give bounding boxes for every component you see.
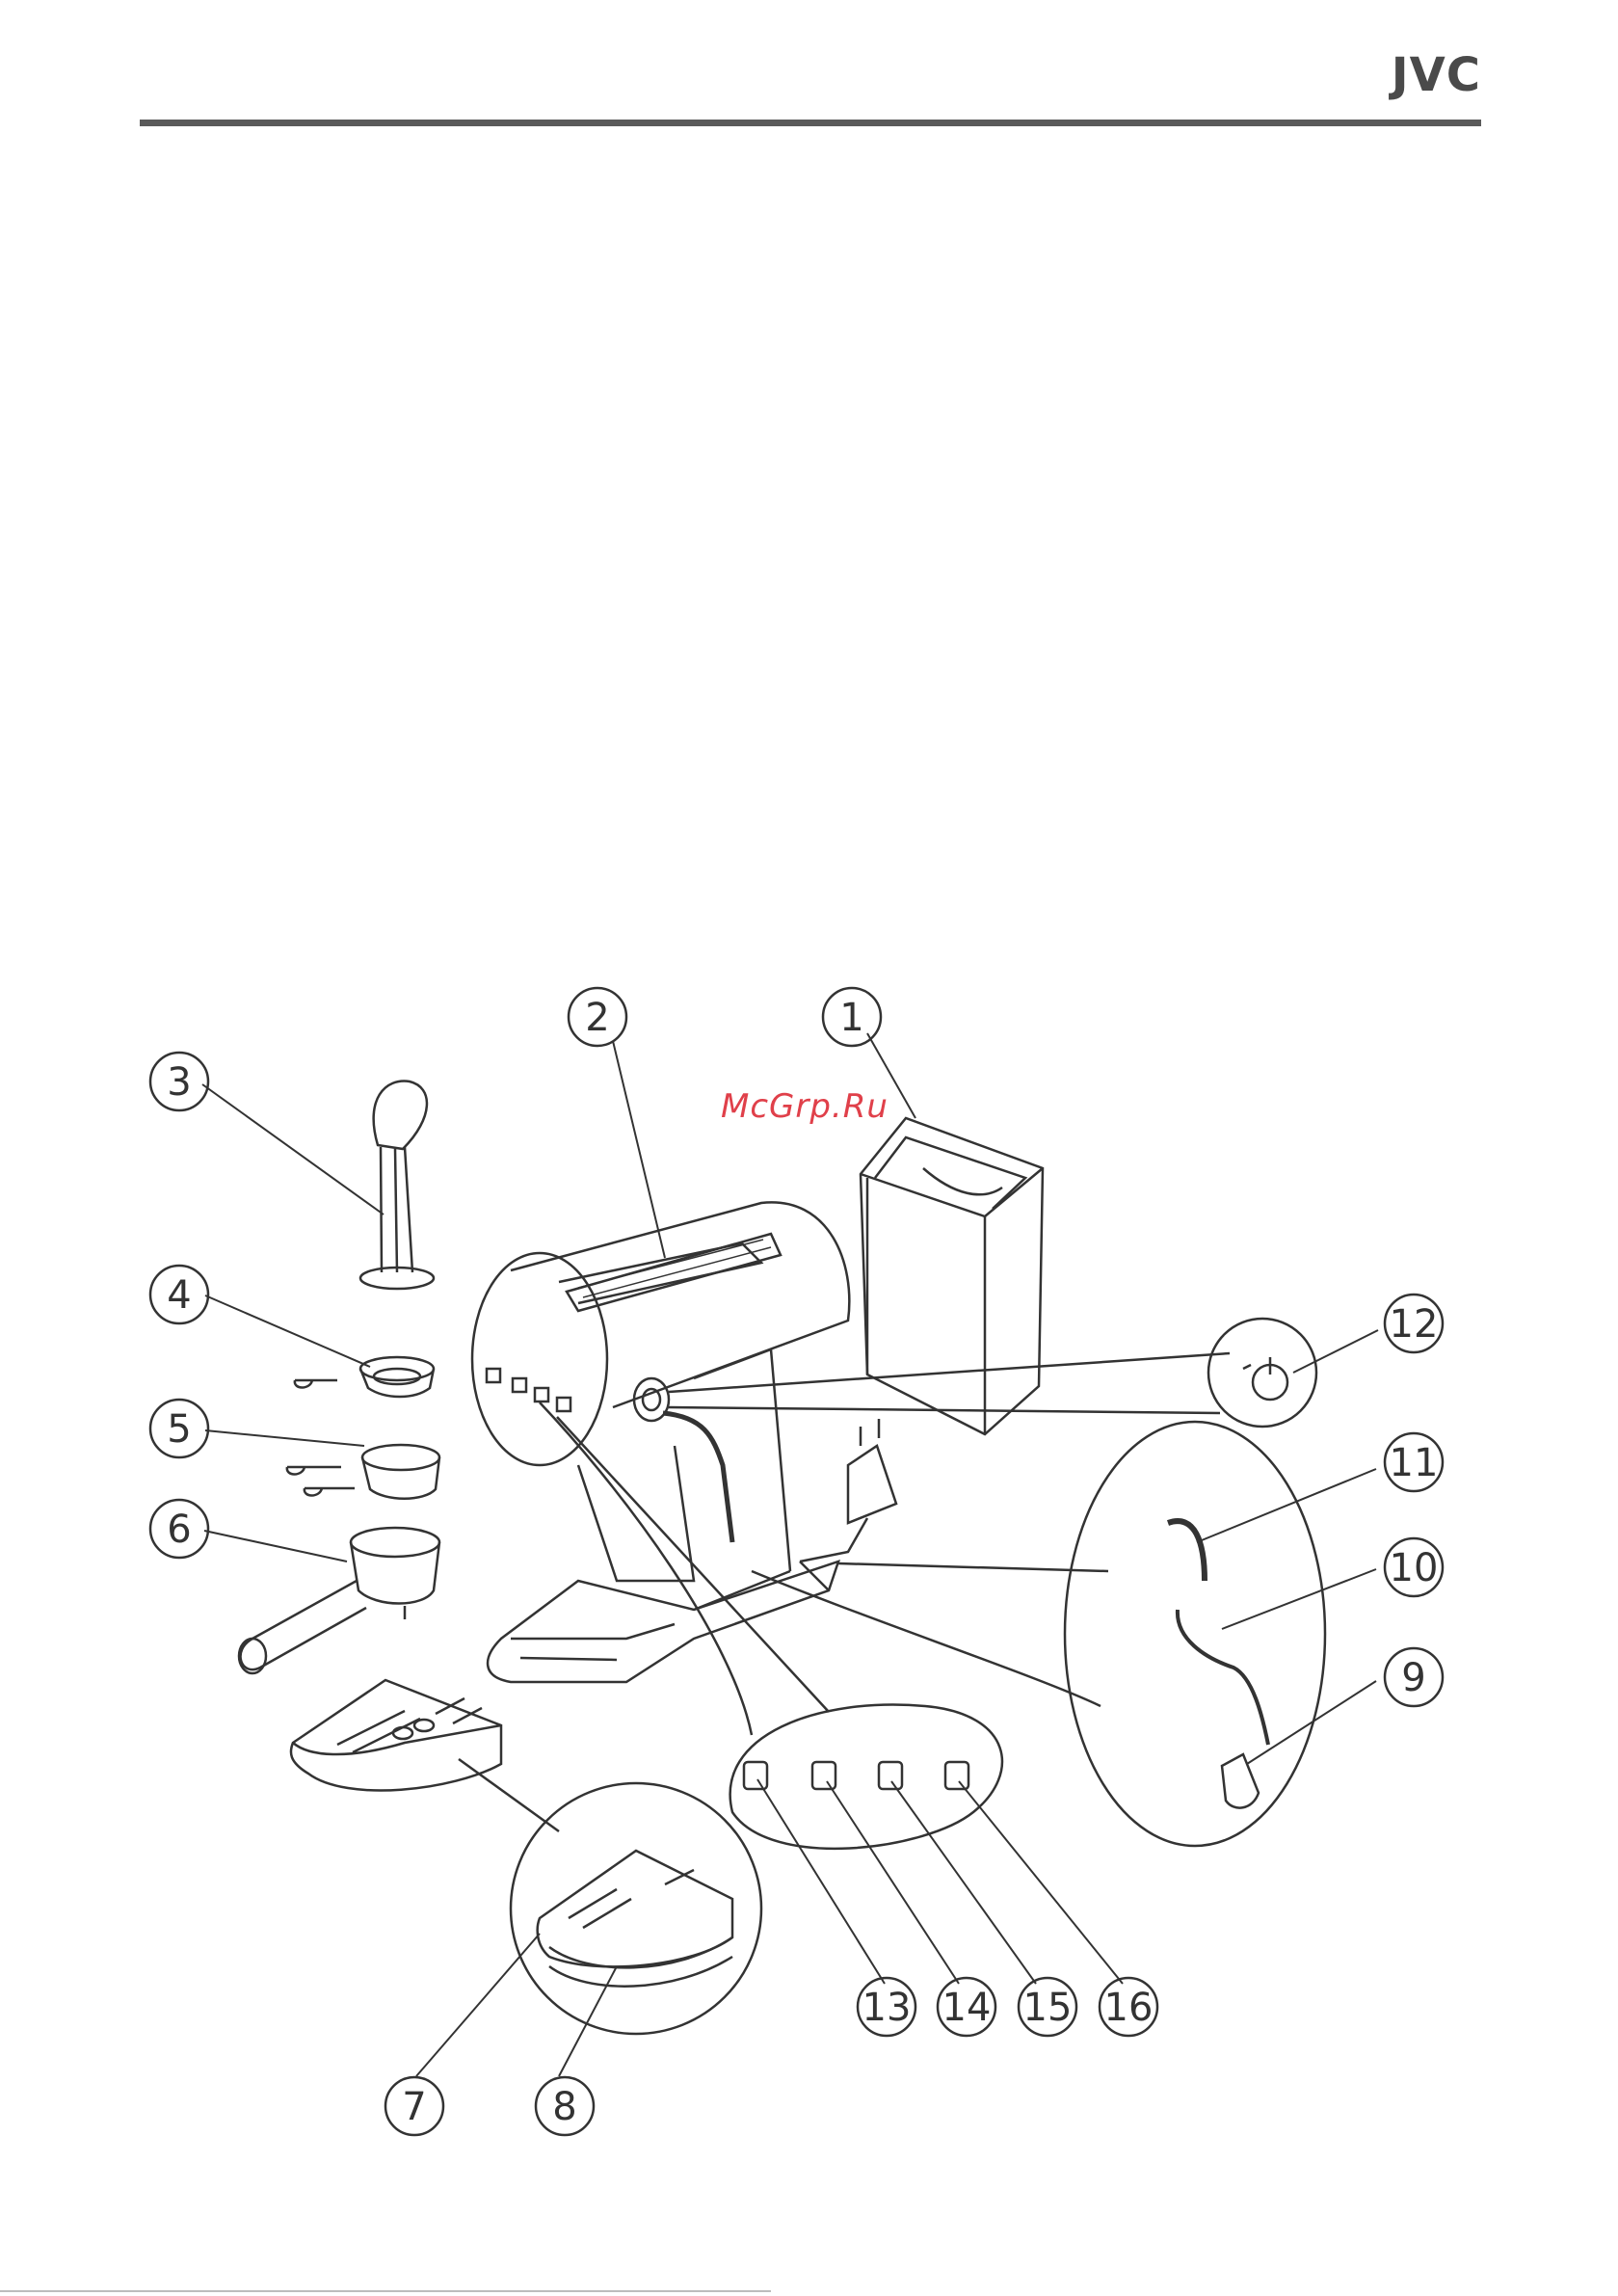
callout-12: 12 <box>1385 1295 1443 1352</box>
callout-6: 6 <box>150 1500 208 1558</box>
callout-3: 3 <box>150 1053 208 1110</box>
svg-text:14: 14 <box>942 1986 992 2030</box>
button-steam-icon <box>945 1762 968 1789</box>
callout-8: 8 <box>536 2077 594 2135</box>
svg-text:4: 4 <box>167 1273 191 1318</box>
svg-text:11: 11 <box>1390 1441 1439 1485</box>
water-tank <box>861 1118 1043 1434</box>
callout-4: 4 <box>150 1266 208 1323</box>
portafilter <box>239 1528 439 1673</box>
callout-16: 16 <box>1100 1978 1157 2036</box>
footer-rule <box>0 2290 771 2292</box>
filter-double <box>287 1445 439 1499</box>
tamper <box>360 1081 434 1289</box>
button-double-cup-icon <box>879 1762 902 1789</box>
power-icon-zoom <box>669 1319 1316 1427</box>
machine-body <box>472 1202 896 1682</box>
callout-7: 7 <box>385 2077 443 2135</box>
svg-text:6: 6 <box>167 1508 191 1552</box>
callout-5: 5 <box>150 1400 208 1457</box>
svg-text:3: 3 <box>167 1060 191 1105</box>
callout-9: 9 <box>1385 1648 1443 1706</box>
svg-text:12: 12 <box>1390 1302 1439 1347</box>
svg-text:9: 9 <box>1401 1656 1425 1700</box>
filter-single <box>295 1357 434 1397</box>
svg-text:8: 8 <box>552 2085 576 2129</box>
callout-11: 11 <box>1385 1433 1443 1491</box>
callout-15: 15 <box>1019 1978 1076 2036</box>
callout-10: 10 <box>1385 1538 1443 1596</box>
callout-1: 1 <box>823 988 881 1046</box>
svg-text:10: 10 <box>1390 1546 1439 1590</box>
button-power-icon <box>744 1762 767 1789</box>
svg-text:16: 16 <box>1104 1986 1154 2030</box>
callout-14: 14 <box>938 1978 995 2036</box>
button-single-cup-icon <box>812 1762 836 1789</box>
svg-text:1: 1 <box>839 996 863 1040</box>
svg-text:13: 13 <box>862 1986 912 2030</box>
svg-text:5: 5 <box>167 1407 191 1452</box>
svg-text:7: 7 <box>402 2085 426 2129</box>
svg-text:15: 15 <box>1023 1986 1073 2030</box>
steam-parts-zoom <box>752 1422 1325 1846</box>
watermark-text: McGrp.Ru <box>721 1087 889 1126</box>
callout-13: 13 <box>858 1978 915 2036</box>
drip-tray <box>291 1680 501 1791</box>
callout-2: 2 <box>569 988 626 1046</box>
svg-text:2: 2 <box>585 996 609 1040</box>
tray-zoom <box>459 1759 761 2034</box>
control-panel-zoom <box>540 1402 1002 1849</box>
